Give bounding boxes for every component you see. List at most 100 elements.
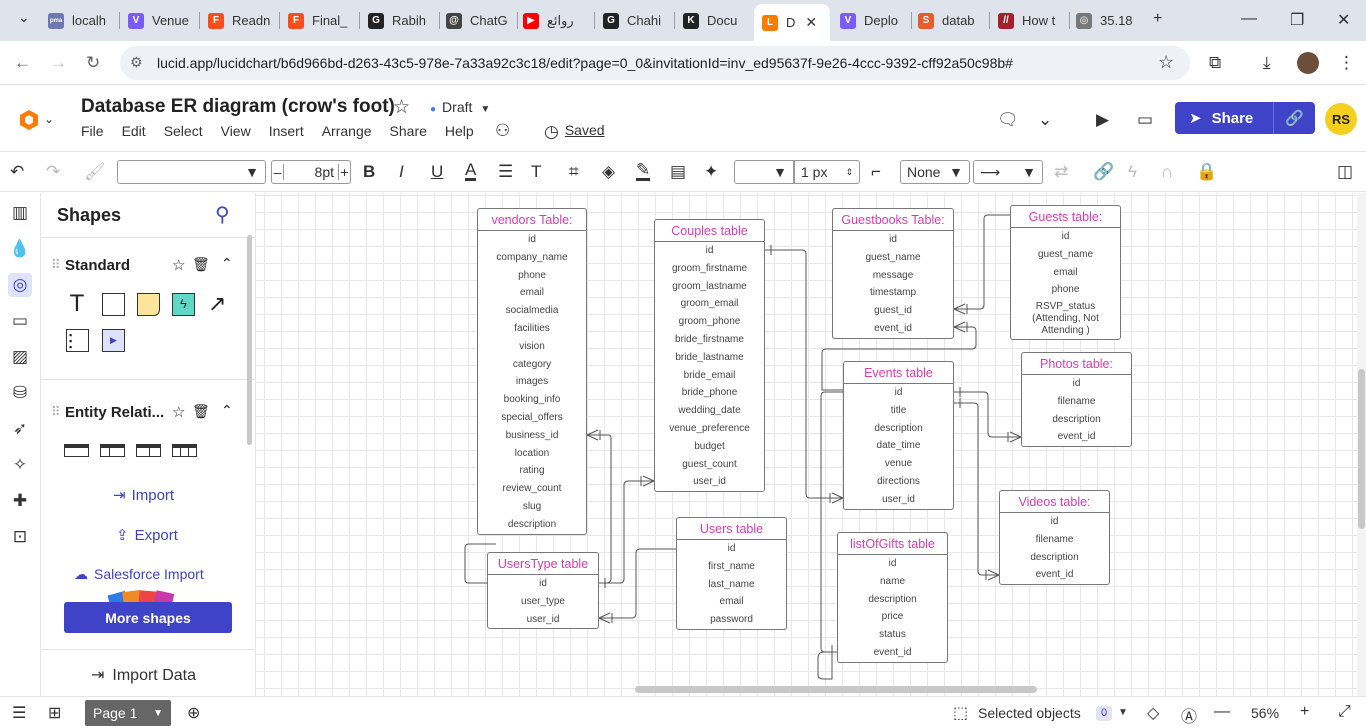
lucid-logo-icon[interactable] (18, 109, 40, 131)
menu-help[interactable]: Help (444, 123, 474, 139)
menu-view[interactable]: View (220, 123, 251, 139)
tab-search-icon[interactable]: ⌄ (18, 9, 30, 25)
page-tab[interactable]: Page 1▼ (85, 700, 171, 726)
er-table-field[interactable]: wedding_date (678, 405, 741, 417)
er-table-field[interactable]: first_name (708, 560, 755, 572)
er-table-field[interactable]: groom_firstname (671, 262, 748, 274)
entity-shape-4[interactable] (172, 444, 197, 457)
er-table-title[interactable]: Couples table (655, 220, 764, 242)
er-table-field[interactable]: date_time (876, 440, 921, 452)
draft-status[interactable]: ●Draft▼ (430, 99, 491, 115)
er-table-field[interactable]: budget (694, 440, 725, 452)
er-table-field[interactable]: email (520, 287, 544, 299)
er-table-field[interactable]: phone (1051, 284, 1080, 296)
note-shape[interactable] (137, 293, 160, 316)
er-table-field[interactable]: review_count (502, 483, 562, 495)
embed-shape[interactable]: ▶ (102, 329, 125, 352)
er-table-field[interactable]: facilities (514, 322, 550, 334)
ai-sparkle-icon[interactable]: ✧ (12, 455, 28, 474)
comments-icon[interactable]: 🗨 (997, 110, 1019, 129)
bookmark-star-icon[interactable]: ☆ (1158, 52, 1175, 72)
present-icon[interactable]: ▶ (1096, 110, 1110, 129)
browser-tab[interactable]: @ChatG (438, 6, 518, 35)
er-table-field[interactable]: venue_preference (669, 422, 750, 434)
import-data-button[interactable]: ⇥Import Data (91, 667, 196, 684)
er-table-field[interactable]: id (894, 387, 903, 398)
close-tab-icon[interactable]: ✕ (805, 14, 818, 30)
rocket-icon[interactable]: ➶ (12, 419, 28, 438)
drag-handle-icon[interactable]: ⠿ (51, 404, 61, 419)
er-table-field[interactable]: timestamp (869, 287, 917, 299)
text-shape[interactable]: T (69, 290, 85, 317)
url-field[interactable]: ⚙ lucid.app/lucidchart/b6d966bd-d263-43c… (120, 46, 1190, 80)
text-color-icon[interactable]: A (465, 160, 477, 181)
link-icon[interactable]: 🔗 (1093, 162, 1115, 181)
search-shapes-rail-icon[interactable]: ⊡ (12, 527, 28, 546)
font-size-stepper[interactable]: – 8pt + (271, 160, 351, 184)
vertical-scroll-thumb[interactable] (1358, 369, 1365, 529)
profile-avatar[interactable] (1297, 52, 1319, 74)
fill-color-icon[interactable]: ◈ (602, 162, 616, 181)
export-link[interactable]: ⇪Export (116, 527, 178, 544)
drag-handle-icon[interactable]: ⠿ (51, 257, 61, 272)
er-table-field[interactable]: event_id (1035, 569, 1074, 581)
line-color-icon[interactable]: ✎ (636, 160, 651, 181)
er-table-field[interactable]: filename (1035, 533, 1074, 545)
er-table-field[interactable]: venue (884, 458, 913, 470)
vertical-scrollbar[interactable] (1357, 193, 1366, 696)
forward-icon[interactable]: → (50, 53, 67, 72)
er-table-field[interactable]: guest_id (874, 305, 912, 317)
saved-status[interactable]: ◷Saved (544, 122, 605, 141)
menu-edit[interactable]: Edit (121, 123, 146, 139)
selected-dropdown-icon[interactable]: ▼ (1118, 707, 1128, 718)
er-table-field[interactable]: images (515, 376, 549, 388)
er-table-field[interactable]: bride_firstname (675, 333, 744, 345)
er-table-field[interactable]: description (1030, 551, 1079, 563)
layers-icon[interactable]: ◇ (1147, 705, 1160, 722)
style-icon[interactable]: ▤ (670, 162, 687, 181)
zoom-level[interactable]: 56% (1251, 705, 1280, 721)
menu-file[interactable]: File (81, 123, 104, 139)
er-table-field[interactable]: id (727, 543, 736, 554)
collab-dropdown-icon[interactable]: ⌄ (1038, 110, 1053, 129)
er-table-field[interactable]: groom_phone (678, 316, 741, 328)
er-table-field[interactable]: vision (519, 340, 545, 352)
integrations-icon[interactable]: ✚ (12, 491, 28, 510)
templates-icon[interactable]: ▭ (11, 311, 29, 330)
relationship-line[interactable] (817, 645, 837, 680)
relationship-line[interactable] (954, 402, 999, 576)
more-shapes-button[interactable]: More shapes (64, 602, 232, 633)
shapes-icon[interactable]: ◎ (8, 273, 32, 297)
browser-tab[interactable]: //How t (990, 6, 1070, 35)
copy-link-icon[interactable]: 🔗 (1273, 102, 1315, 134)
er-table-field[interactable]: slug (522, 500, 542, 512)
er-table-field[interactable]: id (705, 245, 714, 256)
er-table-title[interactable]: listOfGifts table (838, 533, 947, 555)
section-star-icon[interactable]: ☆ (172, 404, 186, 421)
magic-wand-icon[interactable]: ✦ (704, 162, 719, 181)
menu-select[interactable]: Select (163, 123, 203, 139)
er-table-field[interactable]: directions (877, 475, 920, 487)
format-painter-icon[interactable]: 🖌 (84, 162, 106, 181)
er-table-field[interactable]: groom_lastname (672, 280, 747, 292)
er-table-field[interactable]: user_type (521, 595, 565, 607)
bold-icon[interactable]: B (363, 162, 376, 181)
er-table-field[interactable]: price (881, 611, 904, 623)
er-table-field[interactable]: user_id (526, 613, 560, 625)
relationship-line[interactable] (599, 548, 676, 619)
er-table-field[interactable]: last_name (708, 578, 755, 590)
er-table-field[interactable]: groom_email (680, 298, 739, 310)
browser-tab[interactable]: ◎35.18 (1068, 6, 1148, 35)
line-shape-icon[interactable]: ⌐ (871, 162, 881, 181)
line-style-select[interactable]: ▼ (734, 160, 794, 184)
page-grid-icon[interactable]: ⊞ (48, 705, 62, 722)
relationship-line[interactable] (821, 326, 977, 391)
browser-menu-icon[interactable]: ⋮ (1338, 53, 1355, 72)
underline-icon[interactable]: U (431, 162, 444, 181)
er-table-field[interactable]: event_id (873, 646, 912, 658)
er-table-field[interactable]: user_id (882, 493, 915, 505)
